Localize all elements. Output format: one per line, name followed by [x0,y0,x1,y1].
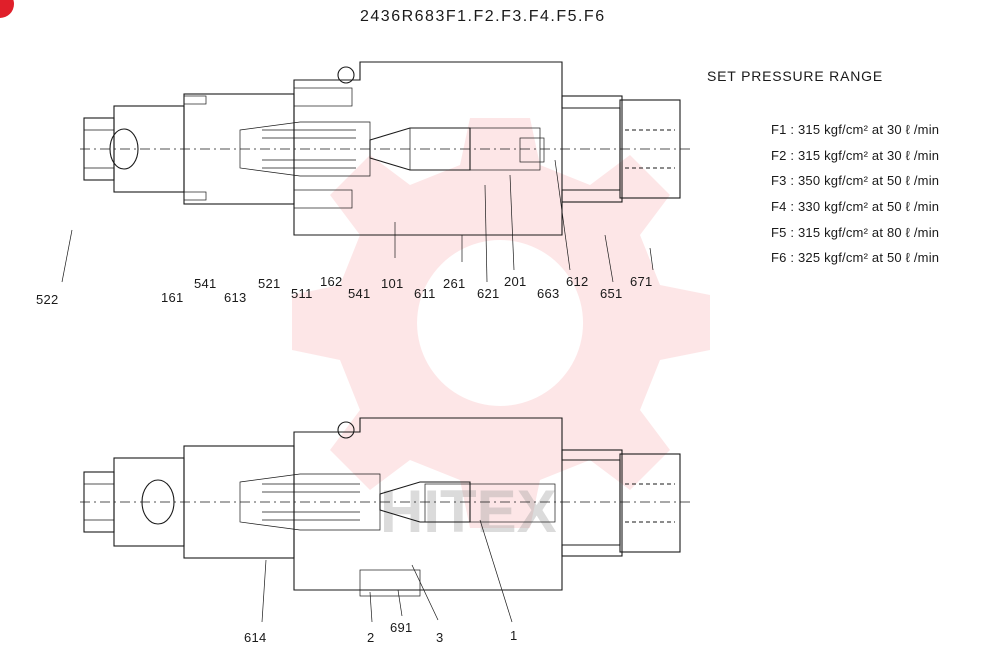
diagram-title: 2436R683F1.F2.F3.F4.F5.F6 [360,8,606,25]
callout-label: 261 [443,276,466,291]
callout-label: 541 [348,286,371,301]
set-pressure-item: F5 : 315 kgf/cm² at 80 ℓ /min [771,224,940,240]
set-pressure-title: SET PRESSURE RANGE [707,68,883,84]
callout-label: 201 [504,274,527,289]
callout-label: 611 [414,286,436,301]
set-pressure-item: F3 : 350 kgf/cm² at 50 ℓ /min [771,173,940,189]
callout-label: 3 [436,630,444,645]
lower-valve-view [80,417,690,623]
callout-label: 671 [630,274,653,289]
callout-label: 613 [224,290,247,305]
watermark-text: HITEX [380,478,557,545]
callout-label: 1 [510,628,518,643]
callout-label: 161 [161,290,184,305]
callout-label: 541 [194,276,217,291]
callout-label: 614 [244,630,267,645]
callout-label: 663 [537,286,560,301]
set-pressure-item: F1 : 315 kgf/cm² at 30 ℓ /min [771,122,940,137]
callout-label: 511 [291,286,313,301]
set-pressure-item: F4 : 330 kgf/cm² at 50 ℓ /min [771,199,940,215]
callout-label: 612 [566,274,589,289]
set-pressure-item: F2 : 315 kgf/cm² at 30 ℓ /min [771,147,940,163]
callout-label: 651 [600,286,623,301]
callout-label: 162 [320,274,343,289]
set-pressure-list: F1 : 315 kgf/cm² at 30 ℓ /min F2 : 315 k… [771,122,939,276]
callout-label: 621 [477,286,500,301]
callout-label: 522 [36,292,59,307]
watermark-gear-icon [292,118,710,528]
upper-valve-view [61,61,690,283]
callout-label: 2 [367,630,375,645]
callout-label: 521 [258,276,281,291]
set-pressure-item: F6 : 325 kgf/cm² at 50 ℓ /min [771,250,940,266]
callout-label: 691 [390,620,413,635]
callout-label: 101 [381,276,404,291]
